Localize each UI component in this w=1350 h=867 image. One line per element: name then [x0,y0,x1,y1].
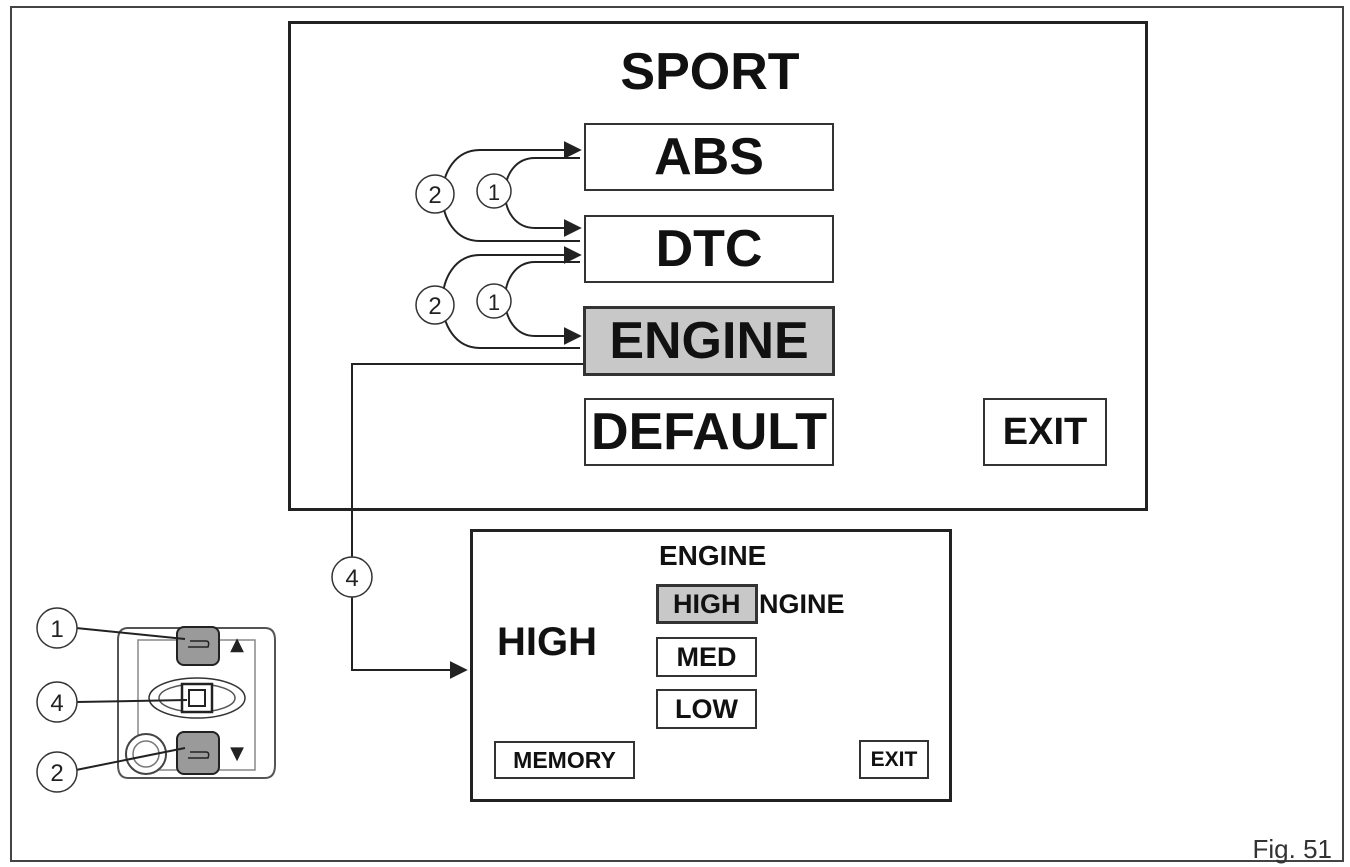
figure-frame [10,6,1344,862]
option-low[interactable]: LOW [656,689,757,729]
option-med[interactable]: MED [656,637,757,677]
submenu-header: ENGINE [659,540,767,571]
menu-item-engine[interactable]: ENGINE [583,306,835,376]
menu-item-abs[interactable]: ABS [584,123,834,191]
overlap-text: NGINE [759,589,845,619]
figure-label: Fig. 51 [1252,834,1333,864]
menu-item-dtc[interactable]: DTC [584,215,834,283]
submenu-exit-button[interactable]: EXIT [859,740,929,779]
memory-button[interactable]: MEMORY [494,741,635,779]
exit-button[interactable]: EXIT [983,398,1107,466]
current-value: HIGH [497,620,597,664]
option-high[interactable]: HIGH [656,584,758,624]
menu-title: SPORT [620,43,800,101]
menu-item-default[interactable]: DEFAULT [584,398,834,466]
